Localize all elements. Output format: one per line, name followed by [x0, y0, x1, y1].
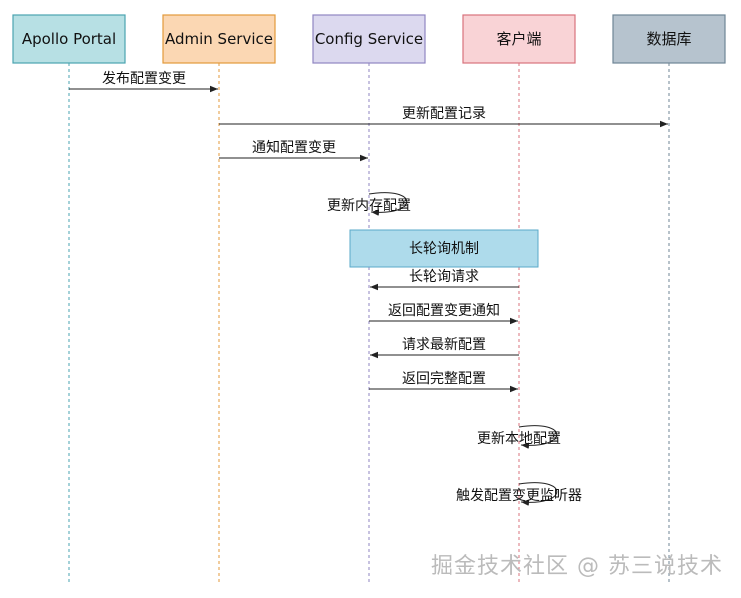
participant-label: Apollo Portal	[22, 30, 116, 48]
message-label: 更新本地配置	[477, 431, 561, 447]
message-label: 请求最新配置	[402, 337, 486, 353]
note-label: 长轮询机制	[409, 241, 479, 257]
participant-portal: Apollo Portal	[12, 14, 126, 64]
participant-config: Config Service	[312, 14, 426, 64]
message-9: 更新本地配置	[477, 425, 561, 449]
participant-label: 数据库	[646, 30, 691, 48]
note-box	[349, 229, 539, 268]
participant-label: Admin Service	[165, 30, 273, 48]
message-label: 更新内存配置	[327, 198, 411, 214]
message-2: 更新配置记录	[219, 106, 668, 128]
message-7: 请求最新配置	[370, 337, 519, 359]
message-label: 更新配置记录	[402, 106, 486, 122]
message-label: 通知配置变更	[252, 139, 336, 156]
self-call-arrow	[368, 192, 408, 216]
message-label: 返回完整配置	[402, 371, 486, 387]
participant-label: 客户端	[496, 30, 541, 48]
message-label: 发布配置变更	[102, 71, 186, 87]
message-label: 返回配置变更通知	[388, 302, 500, 319]
participant-box	[162, 14, 276, 64]
message-8: 返回完整配置	[369, 371, 518, 393]
participant-db: 数据库	[612, 14, 726, 64]
participant-admin: Admin Service	[162, 14, 276, 64]
message-4: 更新内存配置	[327, 192, 411, 216]
participant-box	[12, 14, 126, 64]
participant-box	[612, 14, 726, 64]
message-label: 触发配置变更监听器	[456, 488, 582, 504]
message-6: 返回配置变更通知	[369, 302, 518, 325]
participant-box	[462, 14, 576, 64]
participant-label: Config Service	[315, 30, 423, 48]
message-label: 长轮询请求	[409, 269, 479, 285]
message-5: 长轮询请求	[370, 269, 519, 291]
message-1: 发布配置变更	[69, 71, 218, 93]
participant-client: 客户端	[462, 14, 576, 64]
message-3: 通知配置变更	[219, 139, 368, 162]
self-call-arrow	[518, 425, 558, 449]
message-10: 触发配置变更监听器	[456, 482, 582, 506]
participant-box	[312, 14, 426, 64]
self-call-arrow	[518, 482, 558, 506]
note-long-polling: 长轮询机制	[349, 229, 539, 268]
watermark: 掘金技术社区 @ 苏三说技术	[431, 554, 723, 579]
